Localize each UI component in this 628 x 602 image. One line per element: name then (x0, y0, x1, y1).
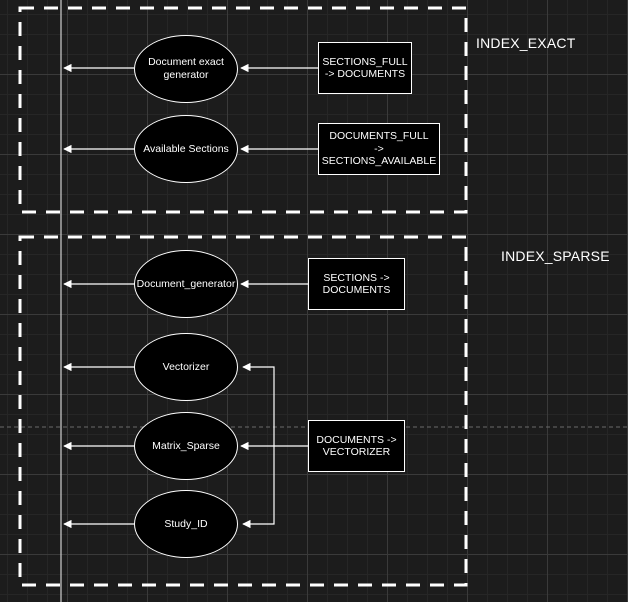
box-documents-full-sections-available[interactable]: DOCUMENTS_FULL -> SECTIONS_AVAILABLE (318, 123, 440, 175)
bracket-vectorizer-studyid (242, 362, 275, 529)
group-label-index-sparse: INDEX_SPARSE (501, 248, 610, 264)
box-documents-vectorizer[interactable]: DOCUMENTS -> VECTORIZER (308, 420, 405, 472)
node-document-exact-generator[interactable]: Document exact generator (134, 35, 238, 103)
node-available-sections[interactable]: Available Sections (134, 115, 238, 183)
node-matrix-sparse[interactable]: Matrix_Sparse (134, 412, 238, 480)
node-document-generator[interactable]: Document_generator (134, 250, 238, 318)
box-sections-full-documents[interactable]: SECTIONS_FULL -> DOCUMENTS (318, 42, 412, 94)
group-label-index-exact: INDEX_EXACT (476, 35, 576, 51)
box-sections-documents[interactable]: SECTIONS -> DOCUMENTS (308, 258, 405, 310)
node-study-id[interactable]: Study_ID (134, 490, 238, 558)
node-vectorizer[interactable]: Vectorizer (134, 333, 238, 401)
group-index-sparse-frame (18, 235, 468, 587)
group-index-exact-frame (18, 6, 468, 214)
